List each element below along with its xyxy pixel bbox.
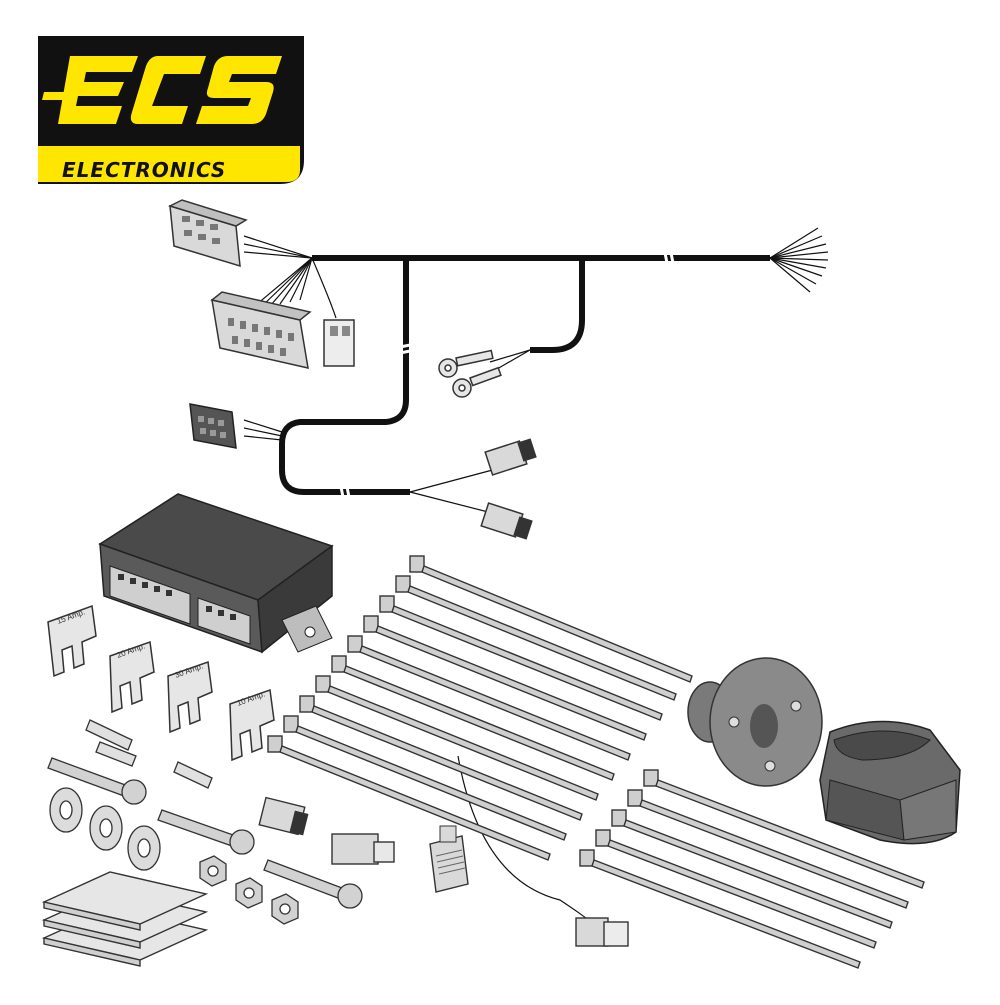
- fuse-30: 30 Amp.: [167, 660, 213, 734]
- ecs-logo: ELECTRONICS: [38, 36, 304, 184]
- bullet-connectors: [480, 438, 537, 540]
- harness-connector-b: [210, 291, 312, 369]
- harness-connector-d: [189, 403, 237, 449]
- tow-socket: [819, 720, 961, 845]
- fuse-15: 15 Amp.: [47, 604, 97, 678]
- mounting-plate: [687, 657, 823, 787]
- spare-connectors: [258, 796, 395, 865]
- fuse-20: 20 Amp.: [109, 640, 155, 714]
- harness-connector-c: [323, 319, 355, 367]
- harness-connector-a: [167, 199, 248, 268]
- nuts: [199, 855, 299, 925]
- instruction-sheets: [41, 871, 209, 967]
- logo-sub-text: ELECTRONICS: [62, 158, 226, 182]
- buzzer-module: [429, 825, 629, 947]
- cable-ties-upper: [267, 555, 693, 861]
- ring-terminals: [438, 349, 502, 398]
- control-module: [98, 493, 334, 654]
- bolts: [47, 757, 363, 909]
- cable-ties-lower: [579, 769, 925, 969]
- washers: [49, 787, 161, 871]
- ecs-letters: [58, 56, 282, 124]
- spade-terminals: [85, 719, 213, 789]
- wiring-harness: [243, 227, 829, 923]
